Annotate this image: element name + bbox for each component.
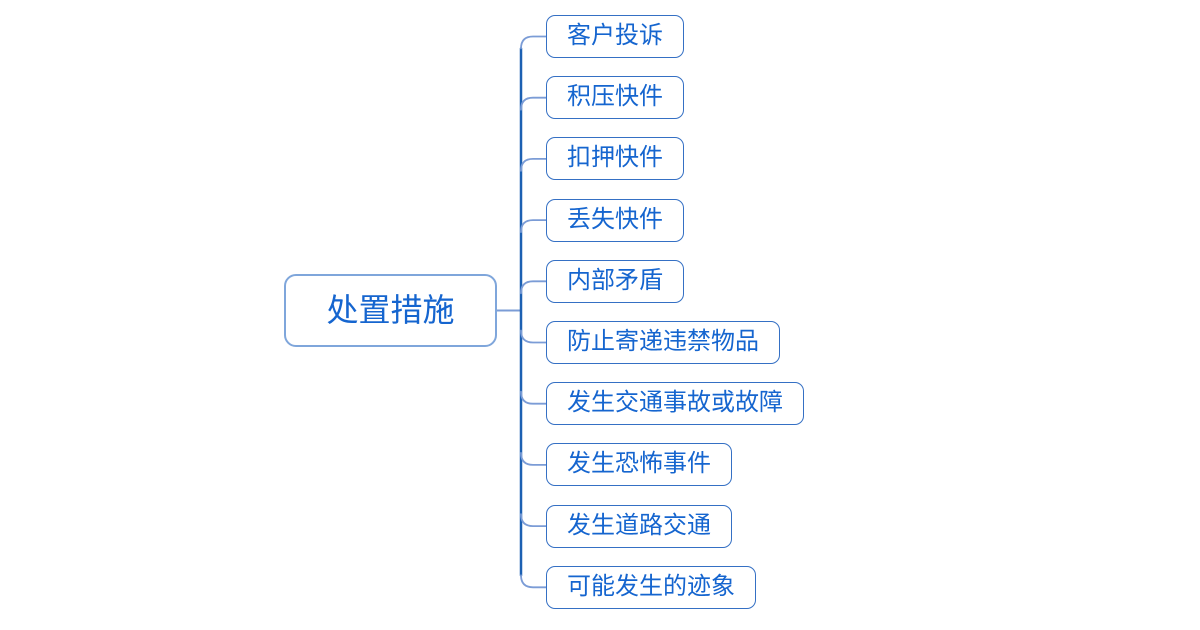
- mindmap-root-node[interactable]: 处置措施: [284, 274, 497, 347]
- branch-connector: [520, 390, 547, 405]
- branch-connector: [520, 452, 547, 466]
- branch-connector: [520, 96, 547, 111]
- branch-connector: [520, 158, 547, 172]
- branch-connector: [520, 35, 547, 50]
- branch-connector: [520, 219, 547, 233]
- mindmap-node[interactable]: 内部矛盾: [546, 259, 684, 303]
- mindmap-node[interactable]: 发生交通事故或故障: [546, 382, 804, 426]
- branch-connector: [520, 513, 547, 527]
- branch-connector: [520, 329, 547, 344]
- mindmap-node[interactable]: 发生恐怖事件: [546, 443, 732, 487]
- mindmap-node[interactable]: 扣押快件: [546, 137, 684, 181]
- mindmap-node[interactable]: 丢失快件: [546, 198, 684, 242]
- mindmap-node[interactable]: 发生道路交通: [546, 504, 732, 548]
- mindmap-node[interactable]: 客户投诉: [546, 15, 684, 58]
- mindmap-node[interactable]: 积压快件: [546, 76, 684, 120]
- mindmap-node[interactable]: 防止寄递违禁物品: [546, 321, 780, 364]
- branch-connector: [520, 574, 547, 589]
- mindmap-node[interactable]: 可能发生的迹象: [546, 565, 756, 609]
- branch-connector: [520, 280, 547, 295]
